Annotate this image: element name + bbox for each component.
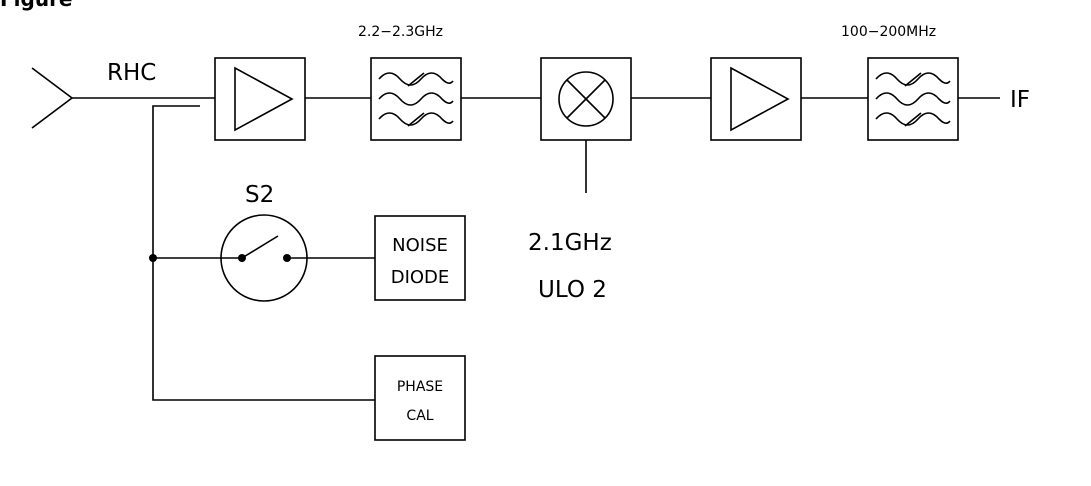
bandpass-filter-icon (378, 72, 454, 127)
bandpass-2-label: 100−200MHz (841, 24, 936, 40)
bandpass-filter-2 (867, 57, 959, 141)
mixer (540, 57, 632, 141)
antenna-icon (31, 67, 74, 129)
amplifier-icon (730, 66, 790, 132)
bandpass-filter-1 (370, 57, 462, 141)
bandpass-1-label: 2.2−2.3GHz (358, 24, 443, 40)
input-label: RHC (107, 60, 156, 86)
lo-name-label: ULO 2 (538, 277, 607, 303)
phase-cal-label-line1: PHASE (397, 379, 443, 395)
output-label: IF (1010, 87, 1030, 113)
bandpass-filter-icon (875, 72, 951, 127)
mixer-icon (558, 71, 614, 127)
amplifier-2 (710, 57, 802, 141)
noise-diode-label-line2: DIODE (391, 267, 450, 288)
noise-diode-block (374, 215, 466, 301)
figure-title-fragment: Figure (0, 0, 73, 11)
noise-diode-label-line1: NOISE (392, 235, 448, 256)
coupler-line (152, 105, 375, 401)
phase-cal-block (374, 355, 466, 441)
amplifier-1 (214, 57, 306, 141)
lo-frequency-label: 2.1GHz (528, 230, 612, 256)
phase-cal-label-line2: CAL (406, 408, 433, 424)
amplifier-icon (234, 66, 294, 132)
switch-label: S2 (245, 182, 274, 208)
